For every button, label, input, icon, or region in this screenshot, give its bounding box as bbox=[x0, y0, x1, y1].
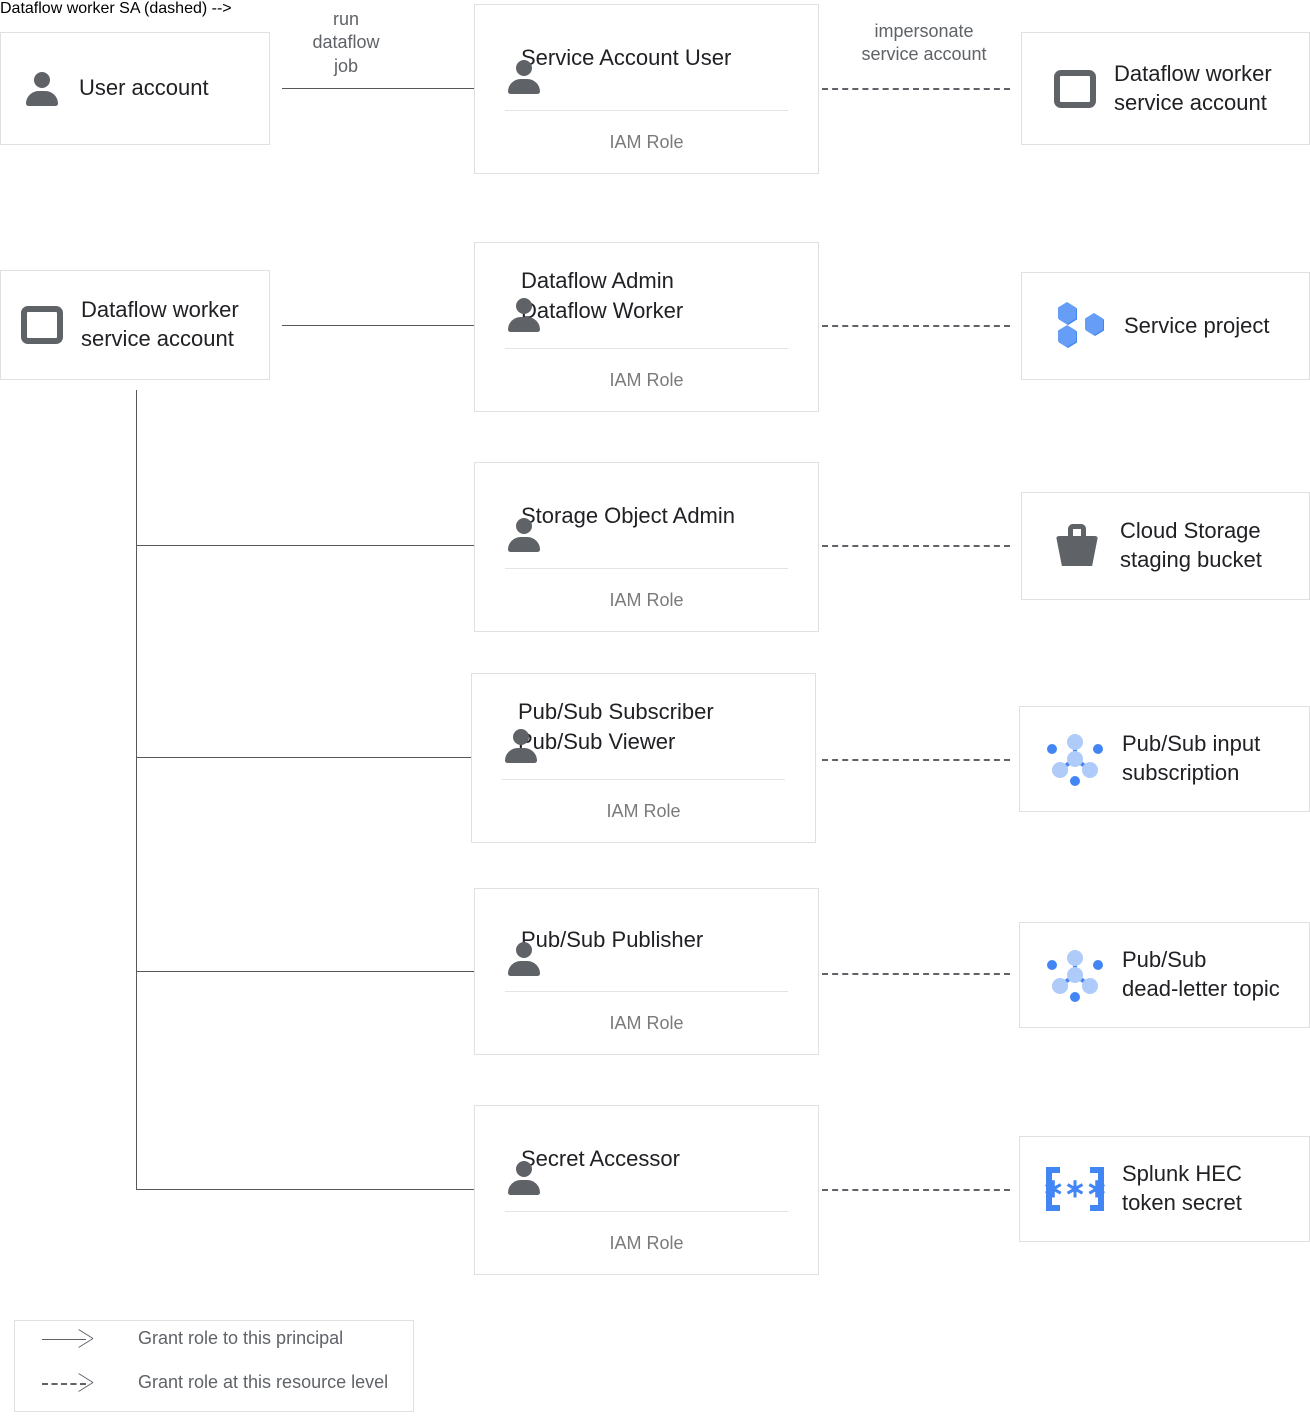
role-card-header: Pub/Sub Subscriber Pub/Sub Viewer bbox=[472, 674, 815, 779]
service-account-icon bbox=[21, 306, 63, 344]
role-card-header: Dataflow Admin Dataflow Worker bbox=[475, 243, 818, 348]
edge-resource-splunk-secret bbox=[822, 1189, 1010, 1191]
resource-splunk-hec-token-secret[interactable]: ∗∗∗ Splunk HEC token secret bbox=[1019, 1136, 1310, 1242]
resource-pubsub-dead-letter-topic[interactable]: Pub/Sub dead-letter topic bbox=[1019, 922, 1310, 1028]
arrowhead-left-dataflow-worker-sa bbox=[270, 317, 286, 333]
resource-label: Dataflow worker service account bbox=[1114, 60, 1272, 115]
principal-user-account-label: User account bbox=[79, 75, 209, 101]
role-card-dataflow-admin-worker[interactable]: Dataflow Admin Dataflow Worker IAM Role bbox=[474, 242, 819, 412]
resource-pubsub-input-subscription[interactable]: Pub/Sub input subscription bbox=[1019, 706, 1310, 812]
arrowhead-right-pubsub-subscription bbox=[1000, 751, 1016, 767]
role-card-roles: Service Account User bbox=[521, 44, 732, 70]
role-card-footer: IAM Role bbox=[472, 780, 815, 842]
legend bbox=[14, 1320, 414, 1412]
secret-manager-icon: ∗∗∗ bbox=[1044, 1166, 1106, 1212]
role-card-roles: Pub/Sub Publisher bbox=[521, 927, 704, 953]
iam-role-label: IAM Role bbox=[609, 369, 684, 390]
arrowhead-up-dataflow-worker-sa bbox=[128, 378, 144, 394]
edge-resource-pubsub-subscription bbox=[822, 759, 1010, 761]
resource-label: Splunk HEC token secret bbox=[1122, 1161, 1242, 1215]
divider bbox=[502, 779, 785, 780]
iam-role-label: IAM Role bbox=[609, 1012, 684, 1033]
edge-bus-vertical bbox=[136, 390, 137, 1190]
principal-dataflow-worker-service-account[interactable]: Dataflow worker service account bbox=[0, 270, 270, 380]
resource-label: Cloud Storage staging bucket bbox=[1120, 518, 1262, 572]
dashed-arrow-icon bbox=[42, 1372, 96, 1392]
edge-impersonate-service-account bbox=[822, 88, 1010, 90]
role-card-footer: IAM Role bbox=[475, 111, 818, 173]
role-card-header: Secret Accessor bbox=[475, 1106, 818, 1211]
legend-item-solid: Grant role to this principal bbox=[42, 1328, 343, 1349]
role-card-roles: Storage Object Admin bbox=[521, 502, 736, 528]
edge-grant-pubsub-subscriber bbox=[136, 757, 474, 758]
svg-text:∗∗∗: ∗∗∗ bbox=[1044, 1173, 1106, 1203]
divider bbox=[505, 991, 788, 992]
role-card-roles: Secret Accessor bbox=[521, 1145, 680, 1171]
role-card-footer: IAM Role bbox=[475, 992, 818, 1054]
google-cloud-project-icon bbox=[1054, 302, 1106, 350]
legend-label: Grant role at this resource level bbox=[138, 1372, 389, 1392]
resource-cloud-storage-staging-bucket[interactable]: Cloud Storage staging bucket bbox=[1021, 492, 1310, 600]
role-card-footer: IAM Role bbox=[475, 1212, 818, 1274]
role-card-header: Pub/Sub Publisher bbox=[475, 889, 818, 991]
iam-role-label: IAM Role bbox=[609, 589, 684, 610]
role-card-header: Storage Object Admin bbox=[475, 463, 818, 568]
solid-arrow-icon bbox=[42, 1328, 96, 1348]
service-account-icon bbox=[1054, 69, 1096, 108]
pubsub-icon bbox=[1046, 948, 1104, 1002]
principal-dataflow-worker-sa-label: Dataflow worker service account bbox=[81, 297, 239, 351]
edge-label-run-dataflow-job: run dataflow job bbox=[312, 9, 380, 76]
legend-item-dashed: Grant role at this resource level bbox=[42, 1372, 388, 1393]
role-card-footer: IAM Role bbox=[475, 349, 818, 411]
arrowhead-right-dataflow-worker-sa bbox=[1000, 80, 1016, 96]
role-card-secret-accessor[interactable]: Secret Accessor IAM Role bbox=[474, 1105, 819, 1275]
arrowhead-right-pubsub-dead-letter bbox=[1000, 965, 1016, 981]
edge-grant-pubsub-publisher bbox=[136, 971, 474, 972]
role-card-roles: Dataflow Admin Dataflow Worker bbox=[521, 268, 684, 323]
role-card-pubsub-publisher[interactable]: Pub/Sub Publisher IAM Role bbox=[474, 888, 819, 1055]
divider bbox=[505, 1211, 788, 1212]
edge-run-dataflow-job bbox=[282, 88, 474, 89]
divider bbox=[505, 110, 788, 111]
edge-resource-cloud-storage bbox=[822, 545, 1010, 547]
resource-dataflow-worker-service-account[interactable]: Dataflow worker service account bbox=[1021, 32, 1310, 145]
arrowhead-right-service-project bbox=[1000, 317, 1016, 333]
pubsub-icon bbox=[1046, 732, 1104, 786]
edge-grant-storage-object-admin bbox=[136, 545, 474, 546]
resource-label: Pub/Sub input subscription bbox=[1122, 731, 1261, 785]
iam-role-label: IAM Role bbox=[606, 800, 681, 821]
role-card-roles: Pub/Sub Subscriber Pub/Sub Viewer bbox=[518, 699, 714, 754]
principal-user-account[interactable]: User account bbox=[0, 32, 270, 145]
legend-label: Grant role to this principal bbox=[138, 1328, 344, 1348]
divider bbox=[505, 568, 788, 569]
person-icon bbox=[23, 70, 61, 108]
edge-resource-service-project bbox=[822, 325, 1010, 327]
edge-resource-pubsub-dead-letter bbox=[822, 973, 1010, 975]
role-card-footer: IAM Role bbox=[475, 569, 818, 631]
resource-label: Service project bbox=[1124, 312, 1270, 338]
role-card-pubsub-subscriber-viewer[interactable]: Pub/Sub Subscriber Pub/Sub Viewer IAM Ro… bbox=[471, 673, 816, 843]
iam-role-label: IAM Role bbox=[609, 1232, 684, 1253]
edge-label-impersonate-service-account: impersonate service account bbox=[861, 21, 987, 65]
arrowhead-right-cloud-storage bbox=[1000, 537, 1016, 553]
role-card-header: Service Account User bbox=[475, 5, 818, 110]
edge-grant-dataflow-admin bbox=[282, 325, 474, 326]
arrowhead-left-user-account bbox=[270, 80, 286, 96]
edge-grant-secret-accessor bbox=[136, 1189, 474, 1190]
role-card-storage-object-admin[interactable]: Storage Object Admin IAM Role bbox=[474, 462, 819, 632]
divider bbox=[505, 348, 788, 349]
resource-label: Pub/Sub dead-letter topic bbox=[1122, 947, 1280, 1001]
role-card-service-account-user[interactable]: Service Account User IAM Role bbox=[474, 4, 819, 174]
resource-service-project[interactable]: Service project bbox=[1021, 272, 1310, 380]
cloud-storage-bucket-icon bbox=[1054, 524, 1100, 568]
arrowhead-right-splunk-secret bbox=[1000, 1181, 1016, 1197]
iam-role-label: IAM Role bbox=[609, 131, 684, 152]
